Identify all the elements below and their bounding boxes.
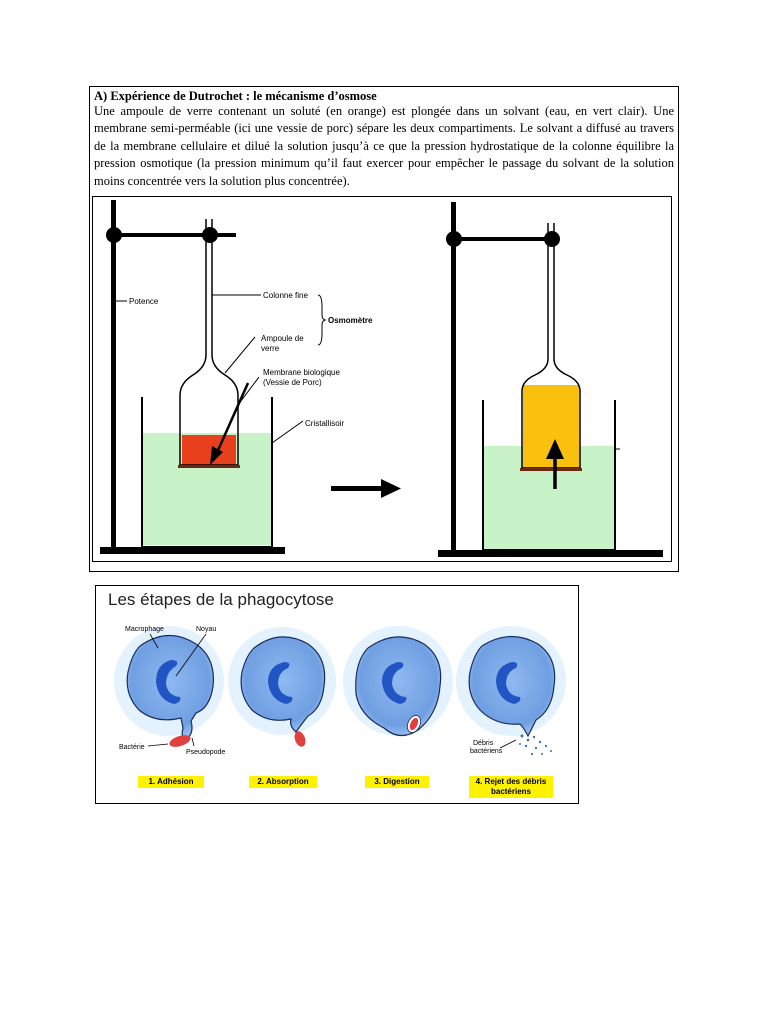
bacteria-digesting-icon	[409, 717, 419, 731]
label-cristallisoir: Cristallisoir	[305, 419, 344, 428]
osmosis-title: A) Expérience de Dutrochet : le mécanism…	[94, 89, 377, 103]
solute-initial	[182, 435, 236, 465]
cristallisoir-right	[482, 400, 616, 551]
bacteria-icon	[294, 731, 306, 747]
step-label-digestion: 3. Digestion	[365, 776, 429, 788]
stand-base-left	[100, 547, 285, 554]
cell-debris-rejection	[456, 626, 566, 756]
nucleus-icon	[496, 662, 521, 704]
label-potence: Potence	[129, 297, 159, 306]
dutrochet-diagram: Potence Colonne fine Osmomètre Ampoule d…	[100, 200, 663, 557]
nucleus-icon	[382, 662, 407, 704]
phagocytosis-title: Les étapes de la phagocytose	[108, 590, 334, 609]
stand-arm-left	[111, 233, 236, 237]
transition-arrow	[331, 479, 401, 498]
stand-arm-right	[451, 237, 559, 241]
clamp-right-2	[544, 231, 560, 247]
bacteria-icon	[169, 735, 191, 747]
label-debris-2: bactériens	[470, 748, 503, 755]
stand-pole-right	[451, 202, 456, 552]
apparatus-initial	[100, 200, 285, 554]
label-noyau: Noyau	[196, 626, 216, 633]
cell-adhesion	[114, 626, 224, 747]
clamp-left-2	[202, 227, 218, 243]
clamp-right-1	[446, 231, 462, 247]
label-pseudopode: Pseudopode	[186, 749, 225, 756]
label-macrophage: Macrophage	[125, 626, 164, 633]
step-label-adhesion: 1. Adhésion	[138, 776, 204, 788]
clamp-left-1	[106, 227, 122, 243]
debris-icon	[519, 734, 552, 756]
phagocytosis-section: Les étapes de la phagocytose	[95, 585, 579, 804]
osmosis-section: A) Expérience de Dutrochet : le mécanism…	[89, 86, 679, 572]
membrane-pointer-line	[213, 382, 250, 458]
label-membrane-2: (Vessie de Porc)	[263, 378, 322, 387]
phago-leader-lines	[147, 633, 517, 749]
water-flow-arrowhead	[546, 439, 564, 459]
label-debris-1: Débris	[473, 740, 494, 747]
cell-digestion	[343, 626, 453, 737]
label-membrane-1: Membrane biologique	[263, 368, 340, 377]
osmosis-description: Une ampoule de verre contenant un soluté…	[94, 104, 674, 188]
cell-absorption	[228, 627, 336, 747]
phagocytosis-diagram: Macrophage Noyau Bactérie Pseudopode Déb…	[114, 626, 566, 756]
label-ampoule-1: Ampoule de	[261, 334, 304, 343]
osmosis-figure: Potence Colonne fine Osmomètre Ampoule d…	[92, 196, 672, 562]
nucleus-icon	[268, 662, 293, 704]
osmometer-left	[179, 219, 239, 466]
step-label-rejet: 4. Rejet des débris bactériens	[469, 776, 553, 798]
apparatus-final	[438, 202, 663, 557]
membrane-left	[178, 465, 240, 468]
step-label-absorption: 2. Absorption	[249, 776, 317, 788]
label-ampoule-2: verre	[261, 344, 280, 353]
label-osmometre: Osmomètre	[328, 316, 373, 325]
leader-lines	[116, 294, 327, 444]
label-colonne-fine: Colonne fine	[263, 291, 308, 300]
cristallisoir-left	[141, 397, 273, 548]
membrane-pointer-arrowhead	[210, 446, 223, 465]
membrane-right	[520, 468, 582, 471]
stand-pole-left	[111, 200, 116, 550]
nucleus-icon	[156, 660, 181, 704]
label-bacterie: Bactérie	[119, 744, 145, 751]
stand-base-right	[438, 550, 663, 557]
